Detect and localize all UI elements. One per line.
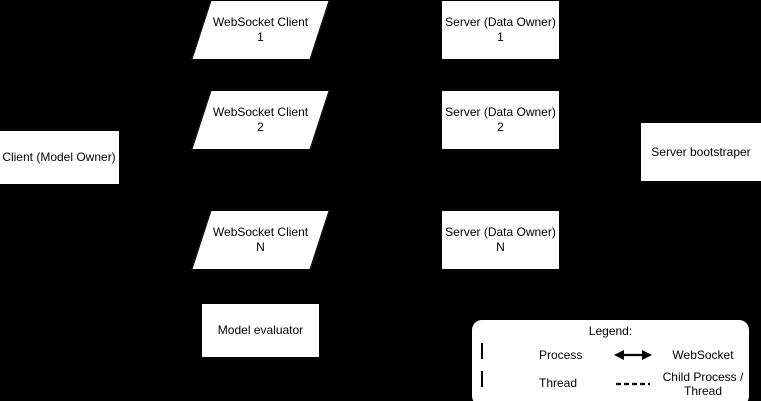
- rectangle-shape-icon: [481, 343, 529, 366]
- node-websocket-client-2[interactable]: WebSocket Client 2: [191, 90, 330, 150]
- legend-panel: Legend: Process Thread WebSocket: [471, 319, 750, 401]
- legend-item-thread: Thread: [481, 371, 578, 394]
- node-server-bootstraper[interactable]: Server bootstraper: [640, 122, 761, 182]
- legend-item-label: Thread: [539, 376, 578, 390]
- parallelogram-shape-icon: [481, 371, 529, 394]
- node-server-2[interactable]: Server (Data Owner) 2: [441, 90, 560, 150]
- node-label: Server (Data Owner) 2: [445, 105, 556, 134]
- node-model-evaluator[interactable]: Model evaluator: [201, 303, 320, 358]
- dashed-line-icon: [612, 373, 654, 395]
- legend-item-label: WebSocket: [672, 347, 734, 362]
- legend-item-process: Process: [481, 343, 583, 366]
- legend-item-child-process: Child Process / Thread: [612, 370, 744, 399]
- node-server-1[interactable]: Server (Data Owner) 1: [441, 0, 560, 60]
- legend-item-websocket: WebSocket: [612, 344, 744, 366]
- node-label: WebSocket Client N: [212, 225, 309, 254]
- legend-item-label: Process: [539, 348, 583, 362]
- legend-item-label: Child Process / Thread: [662, 370, 744, 399]
- node-client-model-owner[interactable]: Client (Model Owner): [0, 130, 120, 185]
- double-arrow-icon: [612, 344, 654, 366]
- node-websocket-client-1[interactable]: WebSocket Client 1: [191, 0, 330, 60]
- node-label: Server (Data Owner) 1: [445, 15, 556, 44]
- legend-title: Legend:: [588, 324, 633, 338]
- node-label: WebSocket Client 2: [212, 105, 309, 134]
- node-label: Server (Data Owner) N: [445, 225, 556, 254]
- node-label: WebSocket Client 1: [212, 15, 309, 44]
- node-websocket-client-n[interactable]: WebSocket Client N: [191, 210, 330, 270]
- node-server-n[interactable]: Server (Data Owner) N: [441, 210, 560, 270]
- node-label: Server bootstraper: [651, 144, 751, 159]
- node-label: Client (Model Owner): [2, 150, 116, 164]
- node-label: Model evaluator: [217, 323, 304, 337]
